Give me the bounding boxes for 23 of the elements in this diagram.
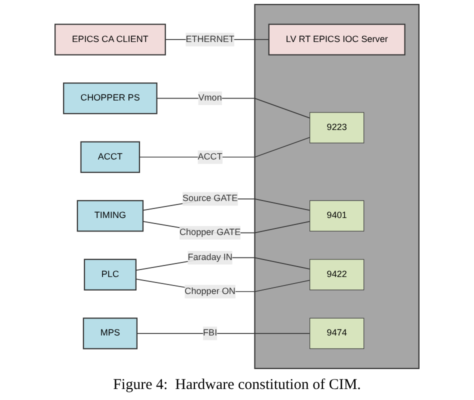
figure-caption: Figure 4: Hardware constitution of CIM.	[113, 376, 361, 395]
node-box: EPICS CA CLIENT	[54, 24, 166, 56]
node-box: MPS	[82, 318, 138, 350]
node-box: 9401	[310, 200, 364, 232]
edge-label: FBI	[203, 328, 218, 338]
edge-label: Source GATE	[182, 194, 238, 204]
connector	[156, 98, 310, 118]
edge-label: Chopper ON	[184, 286, 236, 296]
edge-label: Chopper GATE	[179, 228, 241, 238]
node-box: CHOPPER PS	[63, 82, 158, 114]
node-box: 9223	[310, 112, 364, 144]
edge-label: Vmon	[198, 93, 222, 103]
cluster	[254, 4, 420, 370]
node-box: PLC	[84, 258, 137, 290]
node-box: 9422	[310, 259, 364, 290]
node-box: TIMING	[76, 200, 144, 232]
edge-label: ETHERNET	[186, 34, 234, 44]
connector	[136, 333, 310, 334]
node-box: LV RT EPICS IOC Server	[268, 24, 406, 56]
node-box: 9474	[310, 318, 364, 349]
edge-label: Faraday IN	[188, 252, 232, 262]
node-box: ACCT	[80, 141, 140, 173]
edge-label: ACCT	[198, 152, 222, 162]
